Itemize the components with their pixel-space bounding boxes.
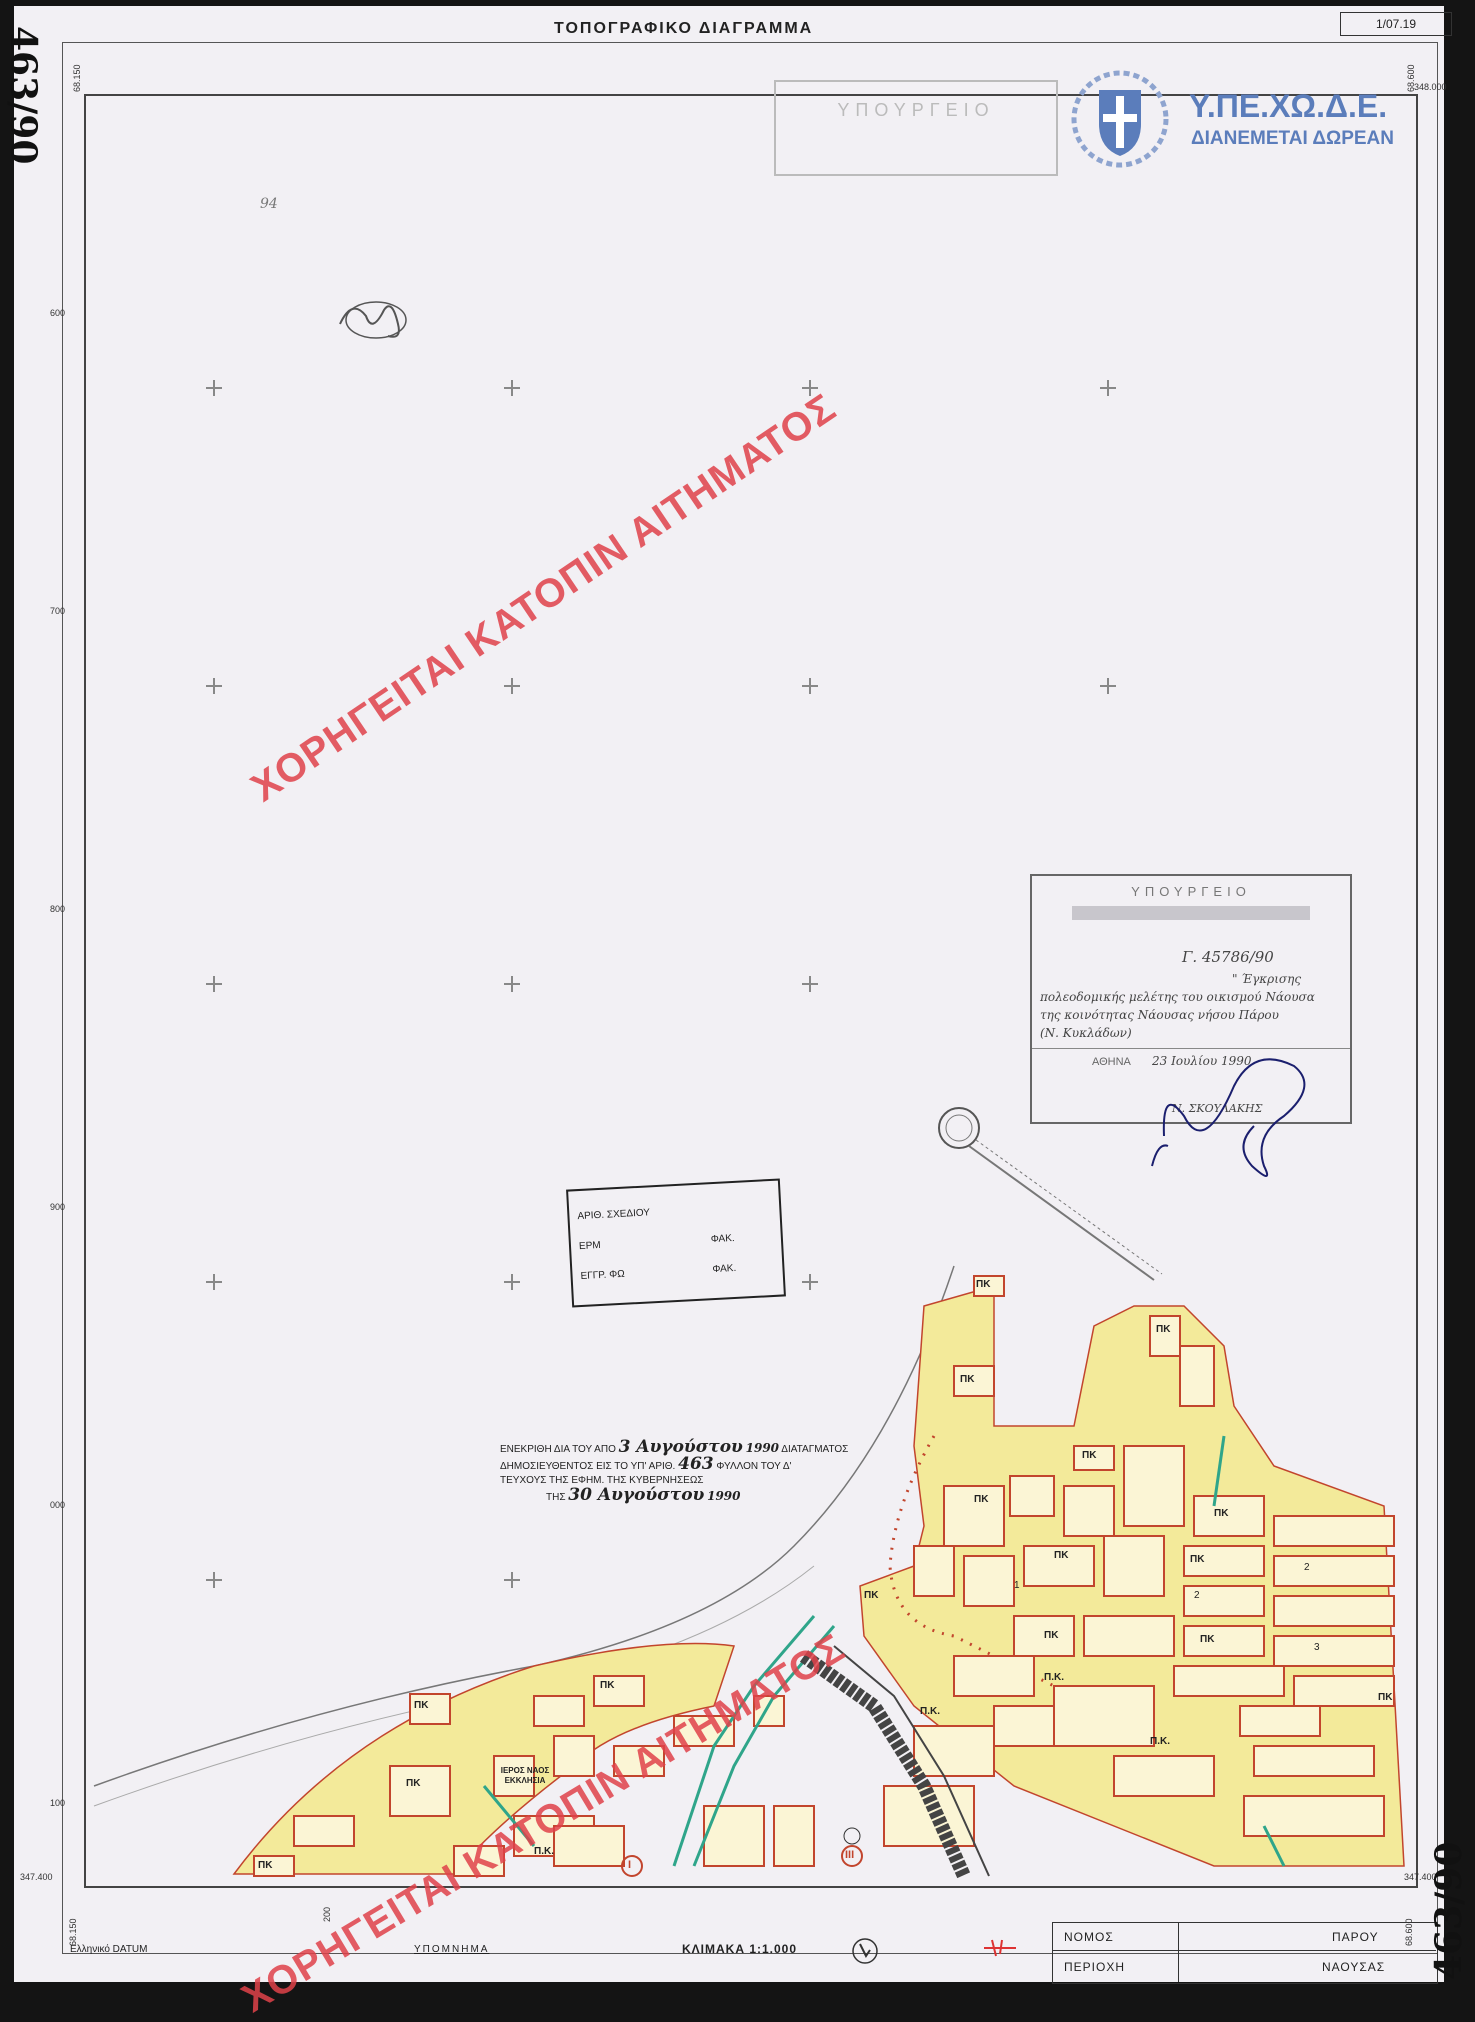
footer-area-label: ΠΕΡΙΟΧΗ bbox=[1064, 1960, 1126, 1974]
coord-top-right-y: 348.000 bbox=[1414, 82, 1447, 92]
coord-left-y-3: 800 bbox=[50, 904, 66, 914]
coord-left-y-1: 600 bbox=[50, 308, 66, 318]
map-title: ΤΟΠΟΓΡΑΦΙΚΟ ΔΙΑΓΡΑΜΜΑ bbox=[554, 20, 814, 37]
map-label-pk-14: ΠΚ bbox=[414, 1700, 429, 1711]
map-label-number-3: 3 bbox=[1314, 1642, 1320, 1653]
map-label-pk-15: ΠΚ bbox=[406, 1778, 421, 1789]
approval-line4-date: 30 Αυγούστου bbox=[568, 1485, 705, 1505]
handwritten-scribble-icon bbox=[339, 301, 407, 339]
title-block: Ελληνικό DATUM ΥΠΟΜΝΗΜΑ ΚΛΙΜΑΚΑ 1:1.000 … bbox=[62, 1922, 1438, 1984]
map-marker-roman-3: III bbox=[845, 1849, 855, 1861]
map-label-pk-1: ΠΚ bbox=[976, 1279, 991, 1290]
approval-line1-year: 1990 bbox=[745, 1441, 780, 1455]
map-label-number-2b: 2 bbox=[1304, 1562, 1310, 1573]
map-label-pk-6: ΠΚ bbox=[1190, 1554, 1205, 1565]
map-label-pk-7: ΠΚ bbox=[1200, 1634, 1215, 1645]
map-label-pk-dot-4: Π.Κ. bbox=[534, 1846, 554, 1857]
coord-left-y-6: 100 bbox=[50, 1798, 66, 1808]
map-sheet: ΤΟΠΟΓΡΑΦΙΚΟ ΔΙΑΓΡΑΜΜΑ 1/07.19 68.150 68.… bbox=[14, 6, 1452, 2021]
map-label-pk-3: ΠΚ bbox=[1156, 1324, 1171, 1335]
signature bbox=[1151, 1058, 1306, 1177]
stamp-right-date: 23 Ιουλίου 1990 bbox=[1152, 1054, 1252, 1068]
map-label-number-2: 2 bbox=[1194, 1590, 1200, 1601]
stamp-right-ref: Γ. 45786/90 bbox=[1182, 948, 1274, 966]
map-label-pk-4: ΠΚ bbox=[1082, 1450, 1097, 1461]
map-label-pk-8: ΠΚ bbox=[1378, 1692, 1393, 1703]
footer-datum: Ελληνικό DATUM bbox=[70, 1944, 148, 1955]
stamp-right-text-2: πολεοδομικής μελέτης του οικισμού Νάουσα bbox=[1040, 990, 1315, 1004]
stamp-right-signer: Ν. ΣΚΟΥΛΑΚΗΣ bbox=[1172, 1102, 1263, 1115]
approval-line2-number: 463 bbox=[678, 1454, 714, 1474]
town-plan-map bbox=[93, 1107, 1405, 1879]
map-label-pk-dot-2: Π.Κ. bbox=[1044, 1672, 1064, 1683]
coord-left-y-2: 700 bbox=[50, 606, 66, 616]
footer-area-value: ΝΑΟΥΣΑΣ bbox=[1322, 1960, 1386, 1974]
stamp-right-text-1: " Έγκρισης bbox=[1232, 972, 1302, 986]
side-code-bottom-right: 463/90 bbox=[1428, 1841, 1470, 1980]
footer-nomos-label: ΝΟΜΟΣ bbox=[1064, 1930, 1114, 1944]
map-marker-roman-1: I bbox=[628, 1859, 632, 1871]
greek-emblem-icon bbox=[1071, 70, 1169, 168]
map-label-pk-11: ΠΚ bbox=[974, 1494, 989, 1505]
approval-line3: ΤΕΥΧΟΥΣ ΤΗΣ ΕΦΗΜ. ΤΗΣ ΚΥΒΕΡΝΗΣΕΩΣ bbox=[500, 1475, 704, 1486]
approval-text: ΕΝΕΚΡΙΘΗ ΔΙΑ ΤΟΥ ΑΠΟ 3 Αυγούστου 1990 ΔΙ… bbox=[500, 1437, 849, 1505]
map-label-pk-5: ΠΚ bbox=[1214, 1508, 1229, 1519]
stamp-right-title: ΥΠΟΥΡΓΕΙΟ bbox=[1131, 884, 1251, 899]
outer-frame bbox=[62, 42, 1438, 1954]
coord-bottom-right-y: 347.400 bbox=[1404, 1872, 1437, 1882]
coord-left-y-4: 900 bbox=[50, 1202, 66, 1212]
map-label-pk-dot-1: Π.Κ. bbox=[920, 1706, 940, 1717]
map-label-pk-dot-3: Π.Κ. bbox=[1150, 1736, 1170, 1747]
approval-line1-prefix: ΕΝΕΚΡΙΘΗ ΔΙΑ ΤΟΥ ΑΠΟ bbox=[500, 1444, 616, 1455]
sheet-date: 1/07.19 bbox=[1340, 12, 1452, 36]
approval-line2-suffix: ΦΥΛΛΟΝ ΤΟΥ Δ' bbox=[716, 1461, 792, 1472]
map-label-pk-16: ΠΚ bbox=[258, 1860, 273, 1871]
ministry-name: Υ.ΠΕ.ΧΩ.Δ.Ε. bbox=[1189, 88, 1388, 124]
stamp-right-text-3: της κοινότητας Νάουσας νήσου Πάρου bbox=[1040, 1008, 1279, 1022]
coord-bottom-left-y: 347.400 bbox=[20, 1872, 53, 1882]
stamp-right-place: ΑΘΗΝΑ bbox=[1092, 1056, 1131, 1068]
location-box bbox=[1052, 1922, 1438, 1984]
faded-stamp-title: ΥΠΟΥΡΓΕΙΟ bbox=[837, 100, 995, 120]
north-arrow-icon bbox=[852, 1938, 878, 1964]
approval-stamp-right: ΥΠΟΥΡΓΕΙΟ Γ. 45786/90 " Έγκρισης πολεοδο… bbox=[1030, 874, 1352, 1124]
red-ink-mark bbox=[984, 1939, 1016, 1957]
map-label-pk-2: ΠΚ bbox=[960, 1374, 975, 1385]
stamp-right-text-4: (Ν. Κυκλάδων) bbox=[1040, 1026, 1132, 1040]
approval-line2-prefix: ΔΗΜΟΣΙΕΥΘΕΝΤΟΣ ΕΙΣ ΤΟ ΥΠ' ΑΡΙΘ. bbox=[500, 1461, 676, 1472]
map-label-pk-13: ΠΚ bbox=[600, 1680, 615, 1691]
faded-ministry-stamp: ΥΠΟΥΡΓΕΙΟ bbox=[774, 80, 1058, 176]
coord-left-y-5: 000 bbox=[50, 1500, 66, 1510]
side-code-top-left: 463/90 bbox=[2, 26, 44, 165]
approval-line4-prefix: ΤΗΣ bbox=[546, 1492, 566, 1503]
handwritten-note: 94 bbox=[260, 196, 278, 212]
approval-line1-date: 3 Αυγούστου bbox=[618, 1437, 743, 1457]
approval-line1-suffix: ΔΙΑΤΑΓΜΑΤΟΣ bbox=[781, 1444, 849, 1455]
map-label-pk-9: ΠΚ bbox=[1054, 1550, 1069, 1561]
ministry-subtitle: ΔΙΑΝΕΜΕΤΑΙ ΔΩΡΕΑΝ bbox=[1191, 128, 1394, 149]
map-label-pk-10: ΠΚ bbox=[1044, 1630, 1059, 1641]
footer-nomos-value: ΠΑΡΟΥ bbox=[1332, 1930, 1379, 1944]
map-label-number-1: 1 bbox=[1014, 1580, 1020, 1591]
approval-line4-year: 1990 bbox=[707, 1489, 741, 1503]
map-label-pk-12: ΠΚ bbox=[864, 1590, 879, 1601]
footer-scale: ΚΛΙΜΑΚΑ 1:1.000 bbox=[682, 1942, 798, 1956]
footer-legend: ΥΠΟΜΝΗΜΑ bbox=[414, 1944, 490, 1955]
map-label-church: ΙΕΡΟΣ ΝΑΟΣ ΕΚΚΛΗΣΙΑ bbox=[500, 1766, 550, 1785]
map-frame bbox=[84, 94, 1418, 1888]
